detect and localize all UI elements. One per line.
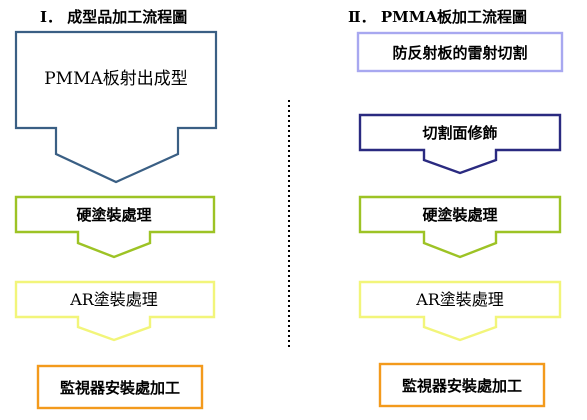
left-step-3-shape bbox=[14, 280, 216, 342]
left-step-2-shape bbox=[14, 195, 216, 259]
left-step-2-label: 硬塗裝處理 bbox=[76, 206, 151, 224]
right-step-1-box bbox=[356, 31, 564, 73]
right-step-4-label: AR塗裝處理 bbox=[415, 290, 504, 309]
right-flow-title: Ⅱ． PMMA板加工流程圖 bbox=[348, 8, 527, 26]
right-step-2-label: 切割面修飾 bbox=[422, 124, 497, 142]
left-step-1-label: PMMA板射出成型 bbox=[44, 69, 188, 89]
right-step-5-box bbox=[378, 362, 546, 408]
left-step-4-label: 監視器安裝處加工 bbox=[60, 379, 180, 397]
right-step-5-label: 監視器安裝處加工 bbox=[402, 377, 522, 395]
right-step-1-label: 防反射板的雷射切割 bbox=[392, 44, 527, 62]
right-step-2-shape bbox=[358, 113, 562, 175]
left-step-3-label: AR塗裝處理 bbox=[69, 290, 158, 309]
left-flow-title: Ⅰ． 成型品加工流程圖 bbox=[40, 8, 187, 26]
right-step-3-label: 硬塗裝處理 bbox=[422, 206, 497, 224]
right-step-3-shape bbox=[358, 195, 562, 259]
right-step-4-shape bbox=[358, 280, 562, 342]
left-step-1-shape bbox=[14, 30, 218, 184]
left-step-4-box bbox=[36, 364, 204, 410]
